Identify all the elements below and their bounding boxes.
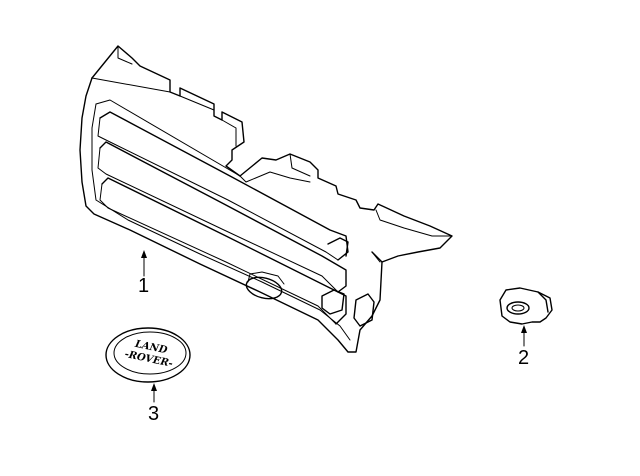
brand-badge: LAND -ROVER- (105, 327, 191, 383)
callout-arrow-2 (521, 325, 527, 347)
grille-clip (499, 287, 553, 325)
callout-arrow-3 (151, 383, 157, 403)
callout-arrow-1 (141, 250, 147, 277)
grille-assembly (79, 45, 453, 353)
callout-label-2: 2 (518, 347, 530, 369)
callout-label-3: 3 (148, 403, 160, 425)
callout-label-1: 1 (138, 275, 150, 297)
